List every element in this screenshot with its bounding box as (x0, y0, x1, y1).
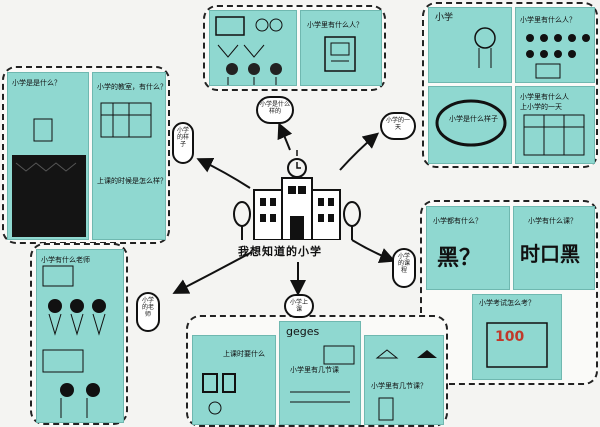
card-r-have: 小学都有什么？ (433, 217, 482, 225)
drawing-schedule-icon (290, 345, 355, 403)
card-tr-2: 小学里有什么人？ (515, 7, 595, 83)
card-tr-4: 小学里有什么人 上小学的一天 (515, 86, 595, 164)
card-lb-teachers: 小学有什么老师 (41, 256, 90, 264)
center-label: 我想知道的小学 (238, 245, 322, 258)
card-r-big-chars: 时口黑 (520, 242, 580, 266)
card-b-scribble: geges (286, 325, 320, 338)
card-r-2: 小学有什么课？ 时口黑 (513, 206, 595, 290)
cluster-right: 小学都有什么？ 黑？ 小学有什么课？ 时口黑 小学考试怎么考？ 100 (420, 200, 598, 385)
card-tr-3: 小学是什么样子 (428, 86, 512, 164)
arrow-to-left-bottom (172, 251, 253, 294)
card-b-count: 小学里有几节课？ (371, 382, 427, 390)
card-tr-who: 小学里有什么人 (520, 93, 569, 101)
cluster-top: 小学里有什么人？ (203, 5, 386, 91)
card-tr-1: 小学 (428, 7, 512, 83)
arrow-to-top (277, 122, 293, 151)
drawing-students-icon (526, 34, 590, 79)
card-tl-2: 小学的教室，有什么？ 上课的时候是怎么样？ (92, 72, 166, 240)
cluster-top-right: 小学 小学里有什么人？ 小学是什么样子 小学里有什么人 上小学的一天 (422, 2, 598, 168)
arrow-to-right (351, 239, 396, 263)
drawing-track-icon (435, 99, 507, 147)
card-b-need: 上课时要什么 (223, 350, 265, 358)
card-tr-people: 小学里有什么人？ (520, 16, 576, 24)
card-lb-1: 小学有什么老师 (36, 249, 124, 423)
card-top-right: 小学里有什么人？ (300, 10, 382, 86)
drawing-people-icon (215, 16, 283, 85)
bubble-right: 小学的课程 (392, 248, 416, 288)
bubble-left: 小学的样子 (172, 122, 194, 164)
card-r-3: 小学考试怎么考？ 100 (472, 294, 562, 380)
arrow-to-top-right (339, 132, 380, 171)
card-tl-1: 小学是是什么？ (7, 72, 89, 240)
drawing-sun-icon (474, 27, 496, 68)
card-b-lessons: 小学里有几节课 (290, 366, 339, 374)
card-tr-day: 上小学的一天 (520, 103, 562, 111)
card-tl-answer: 小学的教室，有什么？ (97, 83, 166, 91)
school-building-icon (233, 150, 361, 240)
drawing-lamp-icon (375, 349, 437, 421)
drawing-classroom-desks-icon (523, 114, 585, 156)
card-b-3: 小学里有几节课？ (364, 335, 444, 425)
card-r-1: 小学都有什么？ 黑？ (426, 206, 510, 290)
card-r-big-char: 黑？ (437, 246, 482, 271)
cluster-bottom: 上课时要什么 geges 小学里有几节课 小学里有几节课？ (186, 315, 448, 427)
card-tr-shape: 小学是什么样子 (449, 115, 498, 123)
card-tr-title: 小学 (435, 13, 454, 23)
card-r-exam: 小学考试怎么考？ (479, 299, 535, 307)
bubble-top: 小学是什么样的 (256, 96, 294, 124)
card-top-question: 小学里有什么人？ (307, 21, 363, 29)
arrow-to-left-top (196, 157, 251, 189)
drawing-classroom-icon (324, 36, 356, 72)
drawing-score-paper-icon (486, 322, 548, 368)
card-top-left (209, 10, 297, 86)
card-r-score: 100 (495, 329, 525, 345)
card-b-2: geges 小学里有几节课 (279, 321, 361, 425)
card-tl-answer-b: 上课的时候是怎么样？ (97, 177, 166, 185)
card-tl-question: 小学是是什么？ (12, 79, 61, 87)
bubble-top-right: 小学的一天 (380, 112, 416, 140)
drawing-building-scribble-icon (12, 118, 86, 237)
cluster-top-left: 小学是是什么？ 小学的教室，有什么？ 上课的时候是怎么样？ (2, 66, 170, 244)
cluster-left-bottom: 小学有什么老师 (30, 243, 128, 425)
drawing-classroom-map-icon (100, 102, 152, 138)
card-r-courses: 小学有什么课？ (528, 217, 577, 225)
drawing-supplies-icon (202, 373, 236, 415)
bubble-bottom: 小学上课 (284, 294, 314, 318)
card-b-1: 上课时要什么 (192, 335, 276, 425)
bubble-left-bottom: 小学的老师 (136, 292, 160, 332)
drawing-teachers-icon (42, 265, 106, 418)
